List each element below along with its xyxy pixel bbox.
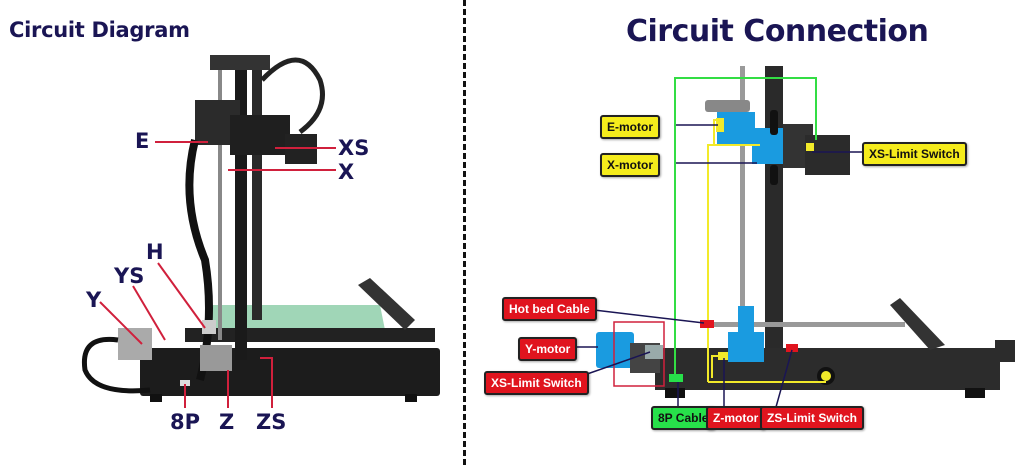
label-y: Y [86, 288, 102, 312]
tag-xs-limit-switch-bottom: XS-Limit Switch [484, 371, 589, 395]
panel-divider [463, 0, 466, 465]
label-h: H [146, 240, 164, 264]
tag-z-motor: Z-motor [706, 406, 766, 430]
circuit-diagram-title: Circuit Diagram [9, 18, 190, 42]
leader-ys [132, 285, 166, 341]
leader-hot-bed [593, 309, 705, 324]
wire-8p [674, 77, 817, 378]
tag-x-motor: X-motor [600, 153, 660, 177]
leader-zs [260, 357, 273, 408]
leader-h [157, 262, 206, 329]
label-8p: 8P [170, 410, 201, 434]
leader-lines-left [99, 141, 336, 408]
wire-yellow-main [707, 144, 760, 382]
tag-xs-limit-switch-top: XS-Limit Switch [862, 142, 967, 166]
label-x: X [338, 160, 355, 184]
tag-zs-limit-switch: ZS-Limit Switch [760, 406, 864, 430]
tag-hot-bed-cable: Hot bed Cable [502, 297, 597, 321]
label-e: E [135, 129, 150, 153]
left-printer [81, 55, 440, 402]
label-zs: ZS [256, 410, 287, 434]
leader-y [99, 301, 143, 345]
right-printer [596, 66, 1015, 398]
label-z: Z [219, 410, 235, 434]
label-xs: XS [338, 136, 370, 160]
tag-y-motor: Y-motor [518, 337, 578, 361]
label-ys: YS [114, 264, 145, 288]
leader-zs-limit [775, 349, 793, 408]
circuit-connection-title: Circuit Connection [626, 14, 929, 49]
leader-lines-right [569, 124, 862, 408]
tag-e-motor: E-motor [600, 115, 660, 139]
